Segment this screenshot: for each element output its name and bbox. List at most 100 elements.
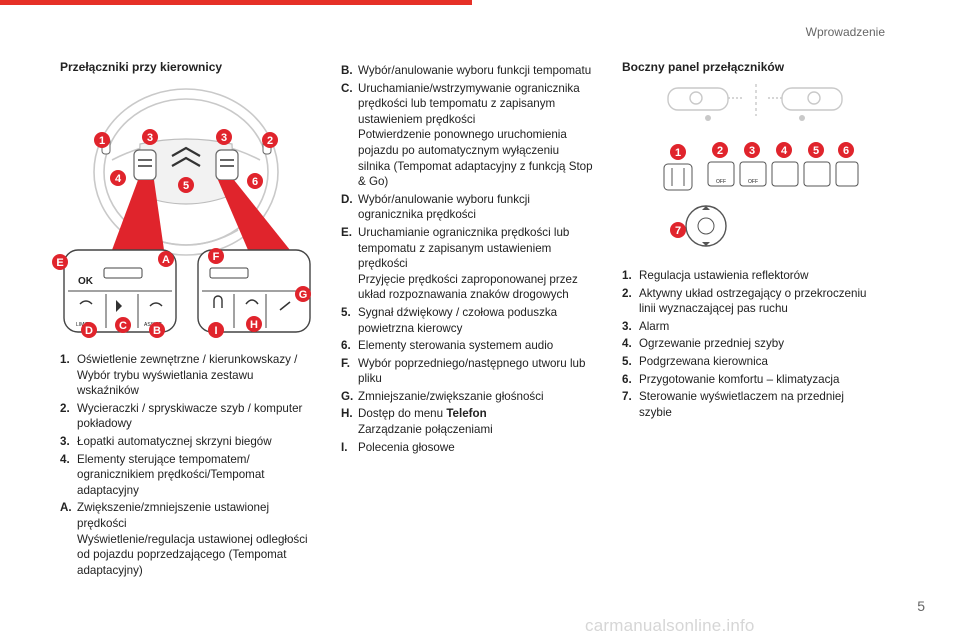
item-line: szybie [639,405,672,419]
side-panel-diagram: OFF OFF 1 2 3 4 5 6 7 [663,84,859,247]
item-line: Przyjęcie prędkości zaproponowanej przez [358,272,578,286]
left-list: 1. Oświetlenie zewnętrzne / kierunkowskaz… [60,352,322,580]
item-line: Ogrzewanie przedniej szyby [639,337,784,351]
item-key: E. [341,225,352,239]
callout-2 [262,132,278,148]
callout-C-text: C [119,320,127,332]
panel-callout-5: 5 [813,145,819,157]
item-line: Wybór/anulowanie wyboru funkcji [358,192,530,206]
panel-callout-7: 7 [675,225,681,237]
item-key: B. [341,64,353,77]
list-item: C. Uruchamianie/wstrzymywanie ogranicznik… [341,81,607,190]
callout-C [115,317,131,333]
callout-E-text: E [56,257,63,269]
item-line: Przygotowanie komfortu – klimatyzacja [639,372,840,386]
list-item: 4.Elementy sterujące tempomatem/ogranicz… [60,452,322,499]
top-accent-bar [0,0,472,5]
chapter-title: Wprowadzenie [805,25,885,39]
list-item: 1. Oświetlenie zewnętrzne / kierunkowskaz… [60,352,322,399]
location-markers [705,115,805,121]
item-key: 7. [622,390,632,404]
left-switch-panel: OK LIMIT ASSIST [63,249,177,333]
item-text: Alarm [639,319,890,335]
list-item: E. Uruchamianie ogranicznika prędkości lu… [341,225,607,303]
item-key: 4. [622,337,632,351]
callout-1 [94,132,110,148]
panel-callout-4: 4 [781,145,788,157]
item-text: Podgrzewana kierownica [639,354,890,370]
list-item: G.Zmniejszanie/zwiększanie głośności [341,389,607,405]
panel-callout-2: 2 [717,145,723,157]
callout-F-text: F [213,251,220,263]
item-text: Polecenia głosowe [358,440,607,456]
ok-label: OK [78,276,94,287]
item-line: prędkości [358,257,408,271]
item-line: Podgrzewana kierownica [639,354,768,368]
watermark: carmanualsonline.info [585,616,755,635]
item-line: Wybór poprzedniego/następnego utworu lub [358,356,586,370]
panel-callout-6: 6 [843,145,849,157]
limit-label: LIMIT [76,322,89,328]
callout-3-left [142,129,158,145]
item-text: Aktywny układ ostrzegający o przekroczen… [639,286,890,317]
switch-callouts: 1 2 3 4 5 6 [670,142,854,160]
item-text: Oświetlenie zewnętrzne / kierunkowskazy … [77,352,322,399]
item-bold-term: Telefon [446,407,487,421]
callout-4 [110,170,126,186]
item-line: Sygnał dźwiękowy / czołowa poduszka [358,305,558,319]
left-heading: Przełączniki przy kierownicy [60,60,223,74]
item-key: C. [341,81,353,95]
callout-G [295,286,311,302]
item-text: Przygotowanie komfortu – klimatyzacja [639,372,890,388]
page-number: 5 [917,598,925,614]
item-line: Potwierdzenie ponownego uruchomienia [358,128,567,142]
item-line-text: Dostęp do menu [358,407,444,421]
item-key: 1. [60,353,70,366]
callout-6-text: 6 [252,176,258,188]
item-line: adaptacyjny) [77,563,143,577]
callout-3-left-text: 3 [147,132,153,144]
panel-callout-3: 3 [749,145,755,157]
callout-1-text: 1 [99,135,105,147]
callout-B-text: B [153,325,161,337]
callout-3-right-text: 3 [221,132,227,144]
item-line: Uruchamianie ogranicznika prędkości lub [358,225,570,239]
item-key: H. [341,407,353,421]
list-item: 3.Łopatki automatycznej skrzyni biegów [60,434,322,450]
callout-3-right [216,129,232,145]
steering-callouts: 1 2 3 3 4 5 6 [94,129,278,193]
item-key: 2. [622,286,632,300]
item-key: 5. [341,305,351,319]
item-key: 4. [60,452,70,466]
item-key: 6. [622,372,632,386]
vehicle-steering-icons [667,84,843,116]
item-line: Wybór trybu wyświetlania zestawu [77,368,254,382]
beam-left [112,180,164,250]
list-item: 6.Elementy sterowania systemem audio [341,338,607,354]
item-line: prędkości [77,516,127,530]
callout-5-text: 5 [183,180,189,192]
item-line: ustawieniem prędkości [358,112,476,126]
item-key: 6. [341,339,351,353]
off-label-2: OFF [716,179,726,185]
item-line: adaptacyjny [77,483,139,497]
item-text: Wycieraczki / spryskiwacze szyb / komput… [77,401,322,432]
item-line: wskaźników [77,384,139,398]
item-key: A. [60,501,72,515]
switch-strip: OFF OFF [663,161,859,191]
item-key: 3. [622,319,632,333]
item-line: od pojazdu poprzedzającego (Tempomat [77,548,287,562]
callout-A [158,251,174,267]
callout-E [52,254,68,270]
item-key: G. [341,389,354,403]
item-line: Zarządzanie połączeniami [358,423,493,437]
middle-list: B.Wybór/anulowanie wyboru funkcji tempom… [341,63,607,457]
